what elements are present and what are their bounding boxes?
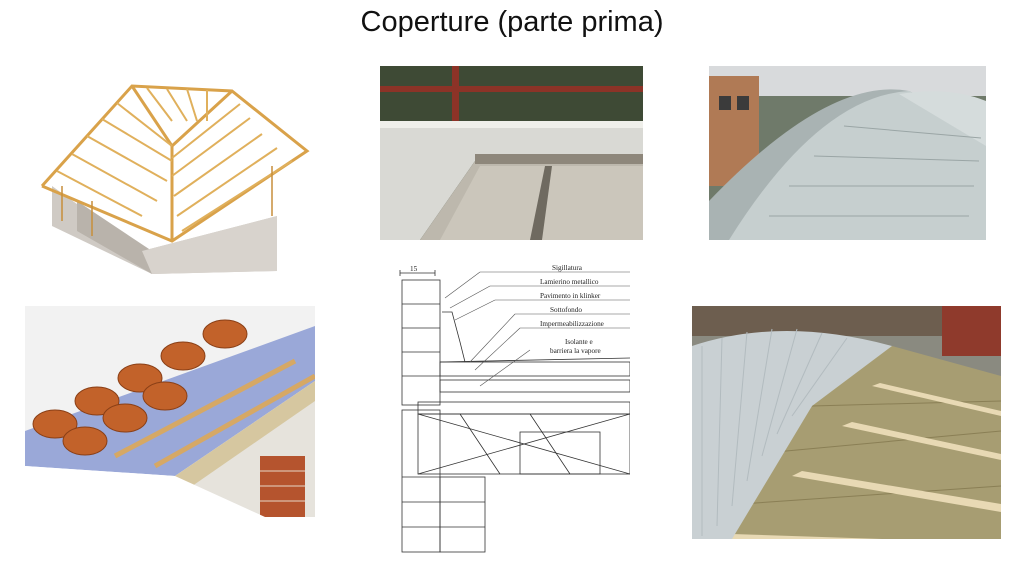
tiled-roof-section-illustration: [25, 306, 315, 517]
label-pavimento-in-klinker: Pavimento in klinker: [540, 292, 601, 300]
parapet-detail-drawing: 15 Sigillatura Lamierino metallico Pavim…: [380, 262, 630, 558]
label-sigillatura: Sigillatura: [552, 264, 583, 272]
label-lamierino-metallico: Lamierino metallico: [540, 278, 599, 286]
curved-roof-insulation-photo: [692, 306, 1001, 539]
dimension-label: 15: [410, 265, 418, 273]
curved-metal-roof-photo: [709, 66, 986, 240]
label-sottofondo: Sottofondo: [550, 306, 582, 314]
slide-title: Coperture (parte prima): [360, 6, 664, 38]
flat-roof-parapet-photo: [380, 66, 643, 240]
label-isolante: Isolante e: [565, 338, 593, 346]
label-impermeabilizzazione: Impermeabilizzazione: [540, 320, 604, 328]
label-barriera-vapore: barriera la vapore: [550, 347, 601, 355]
timber-roof-frame-image: [22, 66, 314, 274]
